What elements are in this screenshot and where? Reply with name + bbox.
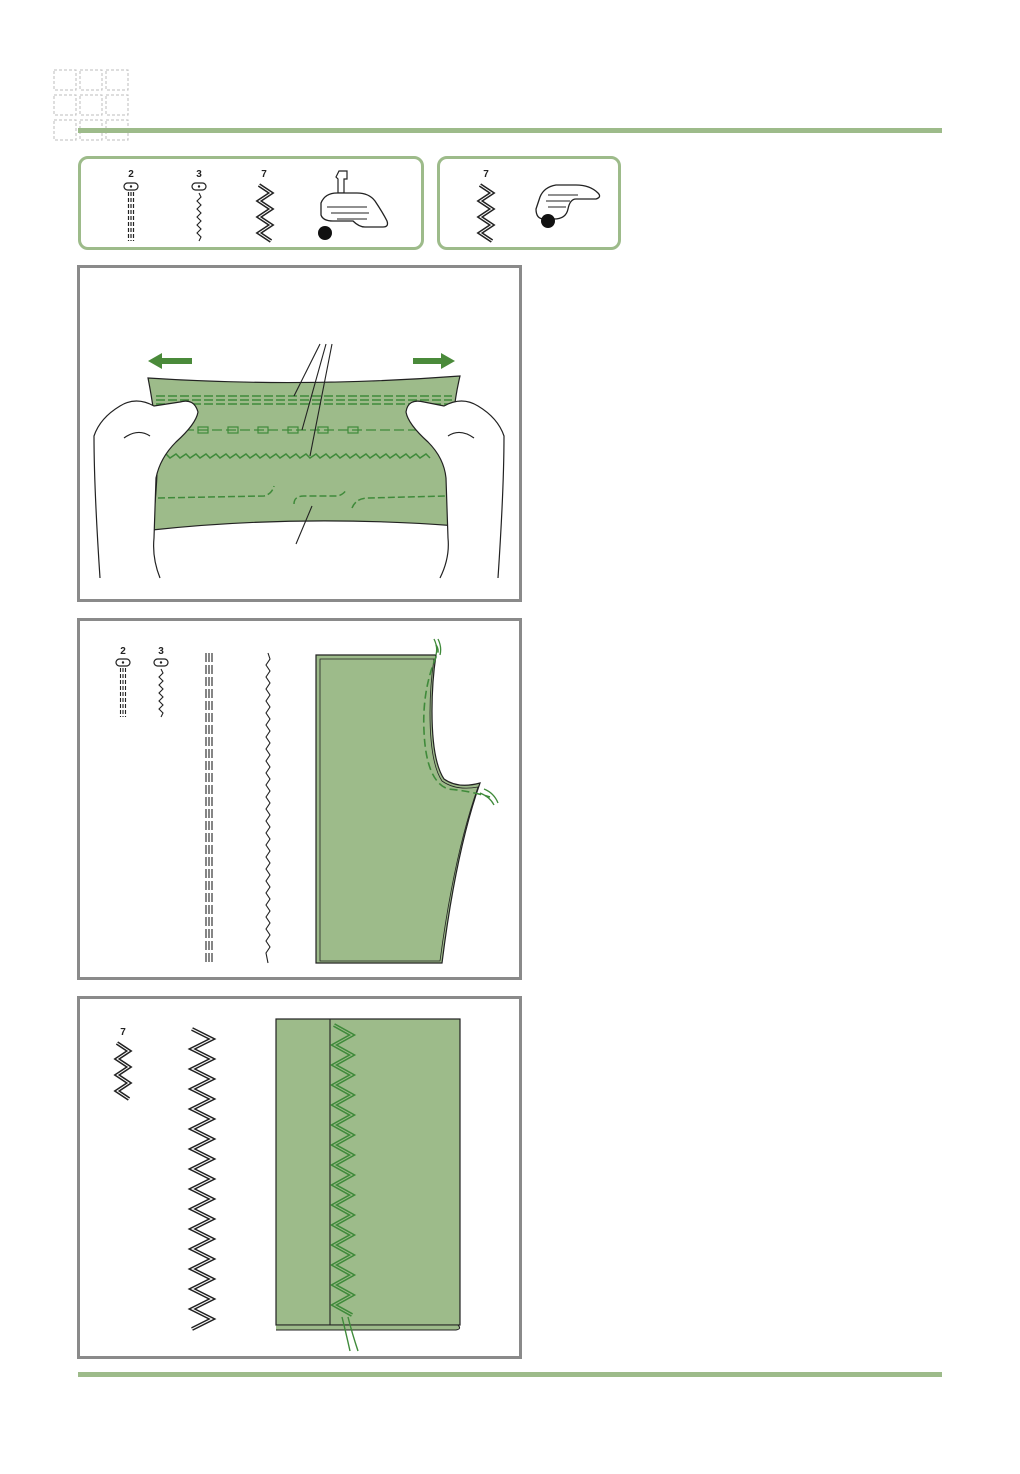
right-arrow-icon xyxy=(413,353,455,369)
stitch-number-7: 7 xyxy=(120,1027,126,1038)
fabric-overcast-icon xyxy=(276,1019,460,1351)
stretch-stitch-icon xyxy=(192,183,206,241)
straight-stitch-icon xyxy=(124,183,138,241)
footer-rule xyxy=(78,1372,942,1377)
stitch-number-7: 7 xyxy=(483,169,489,180)
stitch-number-3: 3 xyxy=(196,169,202,180)
presser-foot-icon xyxy=(536,185,600,228)
header-rule xyxy=(78,128,942,133)
fabric-icon xyxy=(148,376,460,530)
zigzag-stitch-sample xyxy=(192,1029,212,1329)
zigzag-stitch-icon xyxy=(117,1043,129,1099)
stretch-stitch-icon xyxy=(154,659,168,717)
stitch-number-7: 7 xyxy=(261,169,267,180)
straight-stitch-sample xyxy=(206,653,212,963)
zigzag-overcast-illustration: 7 xyxy=(77,996,522,1359)
presser-foot-icon xyxy=(318,171,388,240)
stretch-stitch-sample xyxy=(266,653,270,963)
zigzag-stitch-icon xyxy=(480,185,492,241)
left-arrow-icon xyxy=(148,353,192,369)
stitch-selector-group-a: 2 3 7 xyxy=(78,156,424,250)
stretch-seam-illustration: 2 3 xyxy=(77,618,522,980)
stitch-number-3: 3 xyxy=(158,646,164,657)
straight-stitch-icon xyxy=(116,659,130,717)
stitch-selector-group-b: 7 xyxy=(437,156,621,250)
stretch-test-illustration xyxy=(77,265,522,602)
stitch-number-2: 2 xyxy=(120,646,126,657)
fabric-seam-icon xyxy=(316,639,498,963)
stitch-number-2: 2 xyxy=(128,169,134,180)
zigzag-stitch-icon xyxy=(259,185,271,241)
